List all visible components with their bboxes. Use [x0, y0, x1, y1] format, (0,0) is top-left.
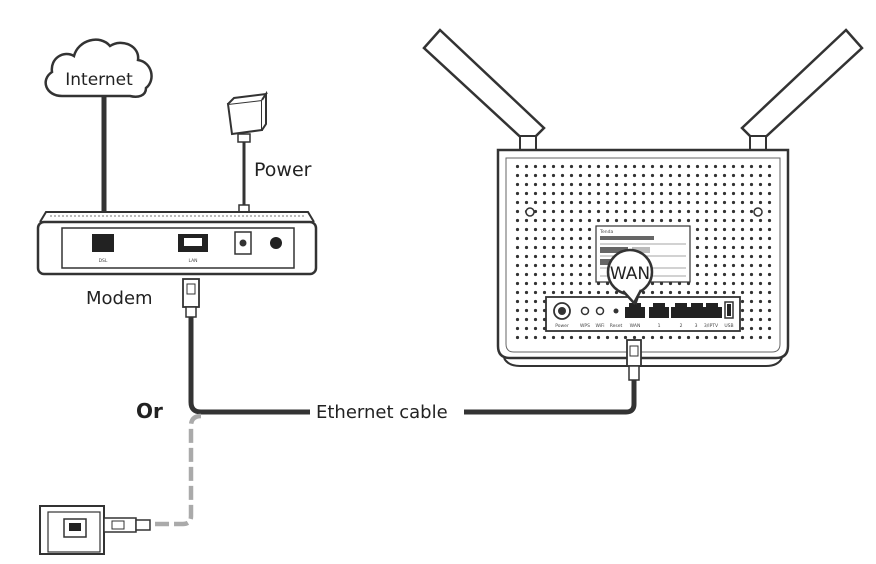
or-label: Or — [136, 399, 163, 423]
router-device: Tenda Power WPS WiFi Reset WAN 1 — [422, 28, 864, 367]
router-lan2-port — [671, 303, 691, 318]
ethernet-cable-label: Ethernet cable — [316, 402, 448, 423]
router-port-label-lan2: 2 — [680, 323, 683, 329]
router-port-label-reset: Reset — [610, 323, 623, 329]
power-label: Power — [254, 159, 312, 181]
router-port-label-lan1: 1 — [658, 323, 661, 329]
router-wifi-button — [595, 306, 605, 316]
router-antenna-left-icon — [422, 28, 546, 151]
alternative-cable-dashed — [154, 413, 202, 527]
router-ethernet-plug-icon — [626, 339, 642, 381]
router-brand: Tenda — [599, 229, 613, 235]
modem-label: Modem — [86, 288, 153, 309]
router-wan-port — [625, 303, 645, 318]
router-wps-button — [580, 306, 590, 316]
router-port-label-wan: WAN — [630, 323, 641, 329]
router-iptv-port — [702, 303, 722, 318]
router-port-label-power: Power — [555, 323, 569, 329]
wan-callout-label: WAN — [610, 264, 650, 284]
modem-ethernet-plug-icon — [182, 278, 200, 318]
modem-button — [270, 237, 282, 249]
ethernet-cable-router-segment — [464, 380, 637, 415]
internet-label: Internet — [65, 70, 133, 90]
modem-device: DSL LAN — [36, 211, 318, 276]
router-port-label-wifi: WiFi — [595, 323, 604, 329]
router-port-label-lan3: 3 — [695, 323, 698, 329]
internet-cloud-icon — [44, 38, 153, 98]
router-port-label-usb: USB — [724, 323, 733, 329]
modem-dsl-port — [92, 234, 114, 252]
wall-ethernet-jack-icon — [39, 505, 105, 555]
modem-dsl-port-label: DSL — [99, 258, 108, 264]
ethernet-cable — [188, 317, 310, 415]
power-adapter-icon — [226, 90, 269, 220]
router-reset-button — [613, 308, 619, 314]
wall-ethernet-plug-icon — [103, 517, 151, 533]
wan-callout — [606, 248, 654, 306]
router-port-label-wps: WPS — [580, 323, 590, 329]
router-antenna-right-icon — [740, 28, 864, 151]
router-lan1-port — [649, 303, 669, 318]
modem-lan-port-label: LAN — [188, 258, 197, 264]
router-port-label-iptv: 3/IPTV — [704, 323, 719, 329]
